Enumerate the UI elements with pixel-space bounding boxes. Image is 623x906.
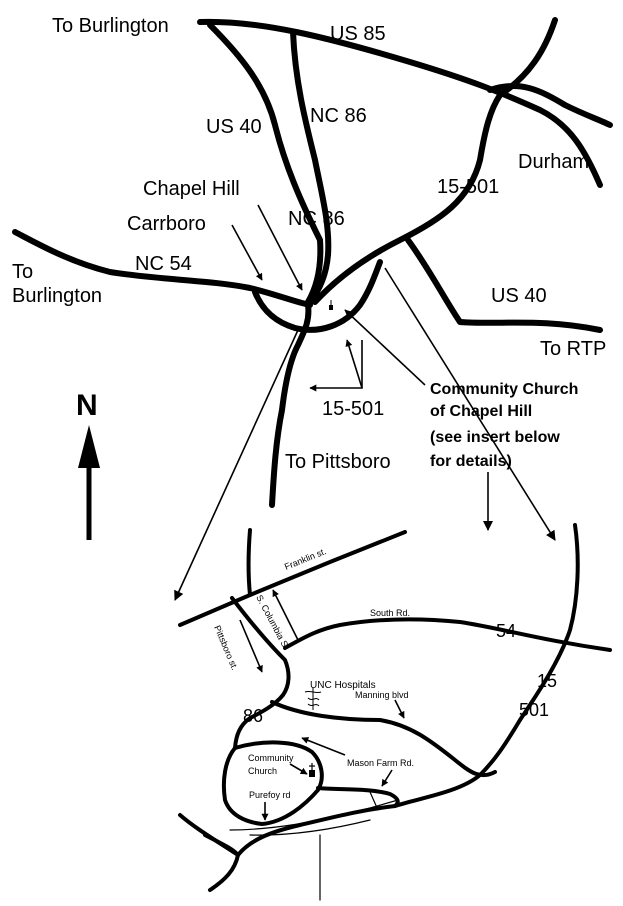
road-durham-branch	[487, 82, 613, 128]
road-thin-2	[249, 819, 371, 836]
arrow-columbia-north	[272, 589, 299, 641]
road-thin-4	[369, 791, 379, 811]
road-nc86-north	[290, 29, 332, 305]
road-ring	[252, 259, 383, 333]
road-nc54	[12, 229, 313, 308]
road-15-501-north	[312, 17, 558, 305]
label-to-burlington-top: To Burlington	[52, 15, 169, 37]
label-route-54: 54	[496, 621, 516, 641]
road-hospitals	[270, 700, 497, 778]
label-mason-farm: Mason Farm Rd.	[347, 758, 414, 768]
us15-501-arrow-up	[345, 339, 363, 389]
chapel-hill-arrow	[257, 204, 303, 291]
road-south-pittsboro	[269, 302, 312, 508]
road-15-501	[393, 523, 580, 808]
north-arrow: N	[76, 389, 100, 540]
road-franklin	[178, 530, 407, 627]
arrow-mason-farm	[301, 737, 346, 756]
label-15-501-lower: 15-501	[322, 398, 384, 420]
label-manning: Manning blvd	[355, 690, 409, 700]
label-route-501: 501	[519, 700, 549, 720]
church-note-line3: (see insert below	[430, 429, 560, 446]
church-arrow	[344, 309, 426, 386]
arrow-pittsboro-south	[239, 619, 263, 673]
label-chapel-hill: Chapel Hill	[143, 178, 240, 200]
road-us40-north	[207, 22, 324, 305]
label-community-2: Church	[248, 766, 277, 776]
label-nc86-mid: NC 86	[288, 208, 345, 230]
label-nc54: NC 54	[135, 253, 192, 275]
road-purefoy-loop	[221, 740, 324, 826]
arrow-manning	[394, 699, 405, 719]
road-us85	[197, 18, 603, 188]
road-thin-1	[229, 799, 399, 831]
label-unc-hospitals: UNC Hospitals	[310, 680, 376, 691]
label-route-15: 15	[537, 671, 557, 691]
label-us85: US 85	[330, 23, 386, 45]
church-icon	[329, 300, 333, 310]
label-us40-right: US 40	[491, 285, 547, 307]
road-franklin-stub	[246, 528, 252, 597]
label-to-burlington-left-1: To	[12, 261, 33, 283]
arrow-mason-farm-down	[381, 769, 393, 787]
insert-guide-right	[384, 267, 556, 541]
road-south-54	[283, 617, 612, 652]
label-nc86-upper: NC 86	[310, 105, 367, 127]
label-to-pittsboro: To Pittsboro	[285, 451, 391, 473]
hospital-icon	[304, 688, 322, 710]
north-label: N	[76, 389, 98, 422]
label-15-501-upper: 15-501	[437, 176, 499, 198]
carrboro-arrow	[231, 224, 263, 281]
road-bottom-left	[203, 833, 240, 857]
road-mason-farm	[236, 804, 397, 857]
label-route-86: 86	[243, 706, 263, 726]
label-us40-upper: US 40	[206, 116, 262, 138]
label-community-1: Community	[248, 753, 294, 763]
church-note-line2: of Chapel Hill	[430, 403, 532, 420]
label-s-columbia: S. Columbia St	[254, 593, 291, 651]
church-icon-insert	[309, 763, 315, 777]
label-carrboro: Carrboro	[127, 213, 206, 235]
road-columbia	[230, 596, 291, 697]
insert-map: Franklin st. S. Columbia St Pittsboro st…	[178, 523, 612, 901]
label-purefoy: Purefoy rd	[249, 790, 291, 800]
road-loop-east	[316, 786, 400, 808]
road-us40-east	[405, 237, 603, 333]
label-south-rd: South Rd.	[370, 608, 410, 618]
church-note-line4: for details)	[430, 453, 512, 470]
label-to-rtp: To RTP	[540, 338, 606, 360]
label-franklin: Franklin st.	[283, 546, 328, 572]
label-pittsboro-st: Pittsboro st.	[212, 624, 240, 672]
label-to-burlington-left-2: Burlington	[12, 285, 102, 307]
insert-guide-left	[174, 329, 299, 601]
overview-map: N To Burlington US 85 US 40 NC 86 Durham…	[12, 15, 613, 601]
arrow-community	[289, 763, 308, 775]
label-durham: Durham	[518, 151, 589, 173]
church-note-line1: Community Church	[430, 381, 578, 398]
road-bottom-west	[178, 813, 240, 892]
